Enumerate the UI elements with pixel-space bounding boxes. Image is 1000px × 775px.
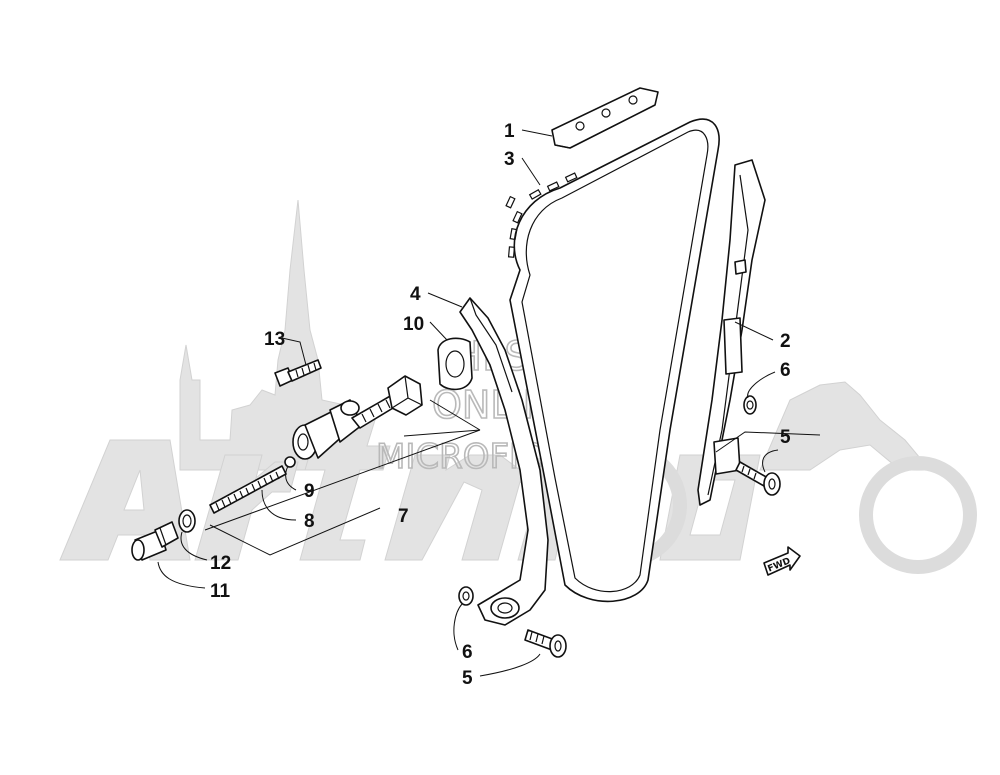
part-bolt-5-upper <box>735 461 781 496</box>
callout-7: 7 <box>398 506 409 527</box>
callout-10: 10 <box>403 314 424 335</box>
part-ball-9 <box>284 456 296 468</box>
part-tensioner-body <box>292 375 423 460</box>
part-upper-guide-plate <box>551 87 659 149</box>
callout-1: 1 <box>504 121 515 142</box>
callout-9: 9 <box>304 481 315 502</box>
fwd-direction-tag: FWD <box>763 546 801 576</box>
part-timing-chain <box>505 118 720 603</box>
callout-11: 11 <box>210 581 231 602</box>
watermark-motorcycle <box>759 381 932 471</box>
part-plug-bolt-11 <box>131 521 179 561</box>
part-bolt-13 <box>274 359 322 387</box>
callout-6-upper: 6 <box>780 360 791 381</box>
part-bolt-5-lower <box>524 629 567 658</box>
callout-2: 2 <box>780 331 791 352</box>
callout-13: 13 <box>264 329 285 350</box>
callout-3: 3 <box>504 149 515 170</box>
chain-links <box>505 172 578 258</box>
part-fixed-chain-guide <box>697 159 766 506</box>
callout-5-upper: 5 <box>780 427 791 448</box>
callout-5-lower: 5 <box>462 668 473 689</box>
fwd-label: FWD <box>766 556 792 574</box>
callout-4: 4 <box>410 284 421 305</box>
part-washer-6-lower <box>458 586 474 606</box>
part-washer-6-upper <box>743 395 757 415</box>
watermark-front-wheel <box>859 456 977 574</box>
leader-lines <box>157 129 821 677</box>
part-washer-12 <box>178 509 196 533</box>
callout-labels: 1 3 2 4 10 13 6 5 9 8 7 12 11 6 5 <box>210 121 791 689</box>
part-tensioner-arm <box>459 297 549 626</box>
part-gasket <box>437 337 473 391</box>
callout-6-lower: 6 <box>462 642 473 663</box>
callout-8: 8 <box>304 511 315 532</box>
callout-12: 12 <box>210 553 231 574</box>
